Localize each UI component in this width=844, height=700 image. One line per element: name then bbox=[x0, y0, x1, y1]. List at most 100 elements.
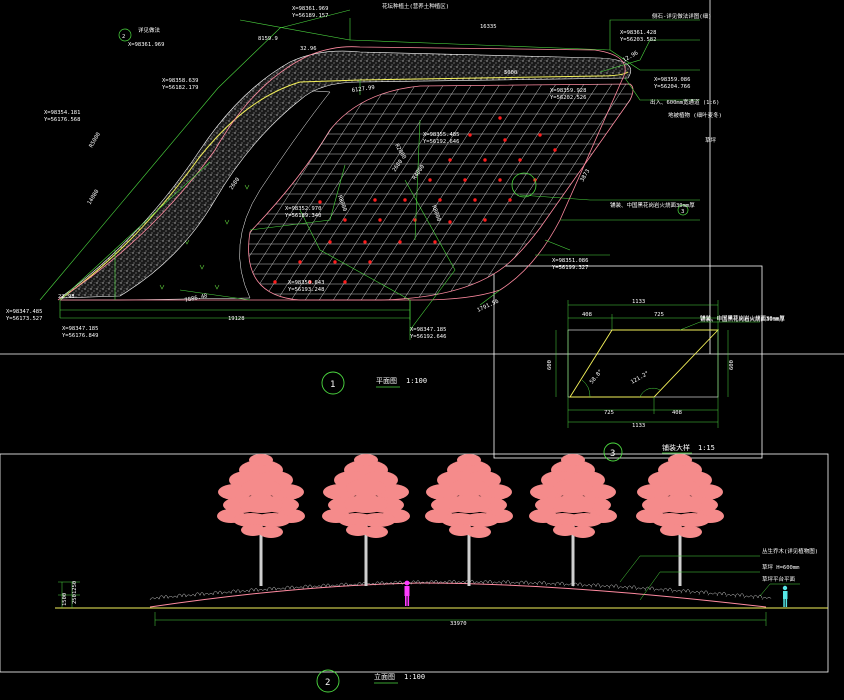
coord-text: Y=56173.527 bbox=[6, 316, 42, 322]
shrub-layer bbox=[149, 579, 772, 601]
shrub bbox=[743, 595, 754, 599]
shrub bbox=[518, 580, 529, 585]
dim-text: 32.96 bbox=[300, 46, 317, 52]
tree-canopy bbox=[551, 495, 595, 513]
tree bbox=[217, 454, 305, 586]
grid-line bbox=[429, 84, 571, 300]
elevation-title: 立面图 bbox=[374, 672, 395, 681]
shrub bbox=[554, 581, 565, 586]
note-text: 铺装、中国黑花岗岩火烧面30mm厚 bbox=[700, 315, 785, 323]
grid-line bbox=[359, 84, 501, 300]
shrub bbox=[158, 595, 169, 600]
tree-marker bbox=[503, 138, 507, 142]
coord-text: X=98361.428 bbox=[620, 30, 656, 36]
shrub bbox=[698, 590, 709, 595]
shrub bbox=[239, 590, 250, 594]
coord-text: Y=56199.327 bbox=[552, 265, 588, 271]
plan-view: 2 3 X=98361.969 Y=56189.157 X=98361.428 … bbox=[6, 2, 785, 395]
person-figure bbox=[782, 585, 788, 607]
tree-canopy bbox=[346, 479, 386, 497]
grid-line bbox=[443, 84, 585, 300]
detail-dim: 600 bbox=[729, 360, 735, 370]
detail-dim: 408 bbox=[582, 312, 592, 318]
shrub bbox=[293, 586, 304, 590]
tree-canopy bbox=[364, 526, 388, 538]
tree-marker bbox=[438, 198, 442, 202]
detail-dim: 1133 bbox=[632, 423, 645, 429]
detail-scale: 1:15 bbox=[698, 444, 715, 452]
detail-circle bbox=[603, 442, 623, 462]
shrub bbox=[599, 585, 610, 589]
elevation-frame bbox=[0, 453, 829, 673]
tree-marker bbox=[518, 158, 522, 162]
detail-title: 铺装大样 bbox=[662, 443, 690, 452]
shrub bbox=[167, 595, 178, 599]
paver-shape bbox=[569, 329, 720, 398]
detail-circle-label: 3 bbox=[610, 449, 615, 459]
tree-trunk bbox=[364, 520, 368, 586]
tree-marker bbox=[473, 198, 477, 202]
coord-text: Y=56189.340 bbox=[285, 213, 321, 219]
tree-canopy bbox=[449, 479, 489, 497]
tree-marker bbox=[538, 133, 542, 137]
tree-canopy bbox=[668, 454, 692, 466]
coord-text: X=98354.181 bbox=[44, 110, 80, 116]
shrub bbox=[689, 591, 700, 595]
note-text: 草坪 bbox=[705, 136, 717, 144]
grid-line bbox=[261, 84, 403, 300]
elevation-note: 草坪平台平面 bbox=[762, 575, 796, 583]
sheet-frames bbox=[0, 0, 844, 673]
detail-frame bbox=[493, 265, 763, 459]
tree-marker bbox=[428, 178, 432, 182]
shrub bbox=[752, 594, 763, 600]
elevation-view: 33970 1500 250 1250 丛生乔木(详见植物图) 草坪 H=600… bbox=[55, 454, 828, 693]
shrub bbox=[617, 586, 628, 590]
tree-marker bbox=[553, 148, 557, 152]
elevation-height: 1500 bbox=[62, 593, 68, 606]
tree-marker bbox=[398, 240, 402, 244]
tree-marker bbox=[468, 133, 472, 137]
callout-2-label: 2 bbox=[122, 34, 125, 40]
shrub bbox=[185, 594, 196, 598]
tree-marker bbox=[448, 158, 452, 162]
mound-profile bbox=[149, 582, 767, 608]
detail-angle: 58.8° bbox=[589, 369, 604, 386]
shrub bbox=[338, 582, 349, 587]
tree-canopy bbox=[463, 513, 499, 527]
tree bbox=[636, 454, 724, 586]
detail-view: 1133 408 725 725 408 1133 600 600 58.8° … bbox=[547, 299, 785, 462]
tree-canopy bbox=[249, 454, 273, 466]
note-text: 出入、600mm宽通道 (1:6) bbox=[650, 98, 719, 106]
shrub bbox=[149, 597, 160, 601]
tree-marker bbox=[368, 260, 372, 264]
note-text: 详见做法 bbox=[138, 26, 161, 34]
shrub bbox=[608, 584, 619, 589]
dim-text: 16335 bbox=[480, 24, 497, 30]
shrub bbox=[248, 588, 259, 593]
shrub bbox=[302, 584, 313, 589]
tree-canopy bbox=[678, 526, 702, 538]
note-text: 花坛种植土(营养土种植区) bbox=[382, 2, 449, 10]
coord-text: Y=56176.568 bbox=[44, 117, 80, 123]
note-text: 侧石-详见做法详图(细) bbox=[652, 12, 711, 20]
shrub bbox=[680, 589, 691, 594]
grid-line bbox=[345, 84, 487, 300]
tree-marker bbox=[373, 198, 377, 202]
tree-canopy bbox=[255, 513, 291, 527]
tree-canopy bbox=[346, 524, 370, 536]
coord-text: X=98347.485 bbox=[6, 309, 42, 315]
grid-line bbox=[457, 84, 599, 300]
coord-text: Y=56203.582 bbox=[620, 37, 656, 43]
tree-marker bbox=[508, 198, 512, 202]
shrub bbox=[392, 580, 403, 585]
tree-trunk bbox=[571, 520, 575, 586]
grid-line bbox=[248, 84, 375, 300]
shrub bbox=[446, 579, 457, 585]
tree-marker bbox=[498, 178, 502, 182]
tree-markers bbox=[273, 116, 557, 284]
tree-canopy bbox=[241, 479, 281, 497]
dim-text: 5000 bbox=[504, 70, 517, 76]
dim-text: R5000 bbox=[89, 132, 102, 149]
tree-marker bbox=[343, 280, 347, 284]
elevation-height: 250 bbox=[72, 594, 78, 604]
